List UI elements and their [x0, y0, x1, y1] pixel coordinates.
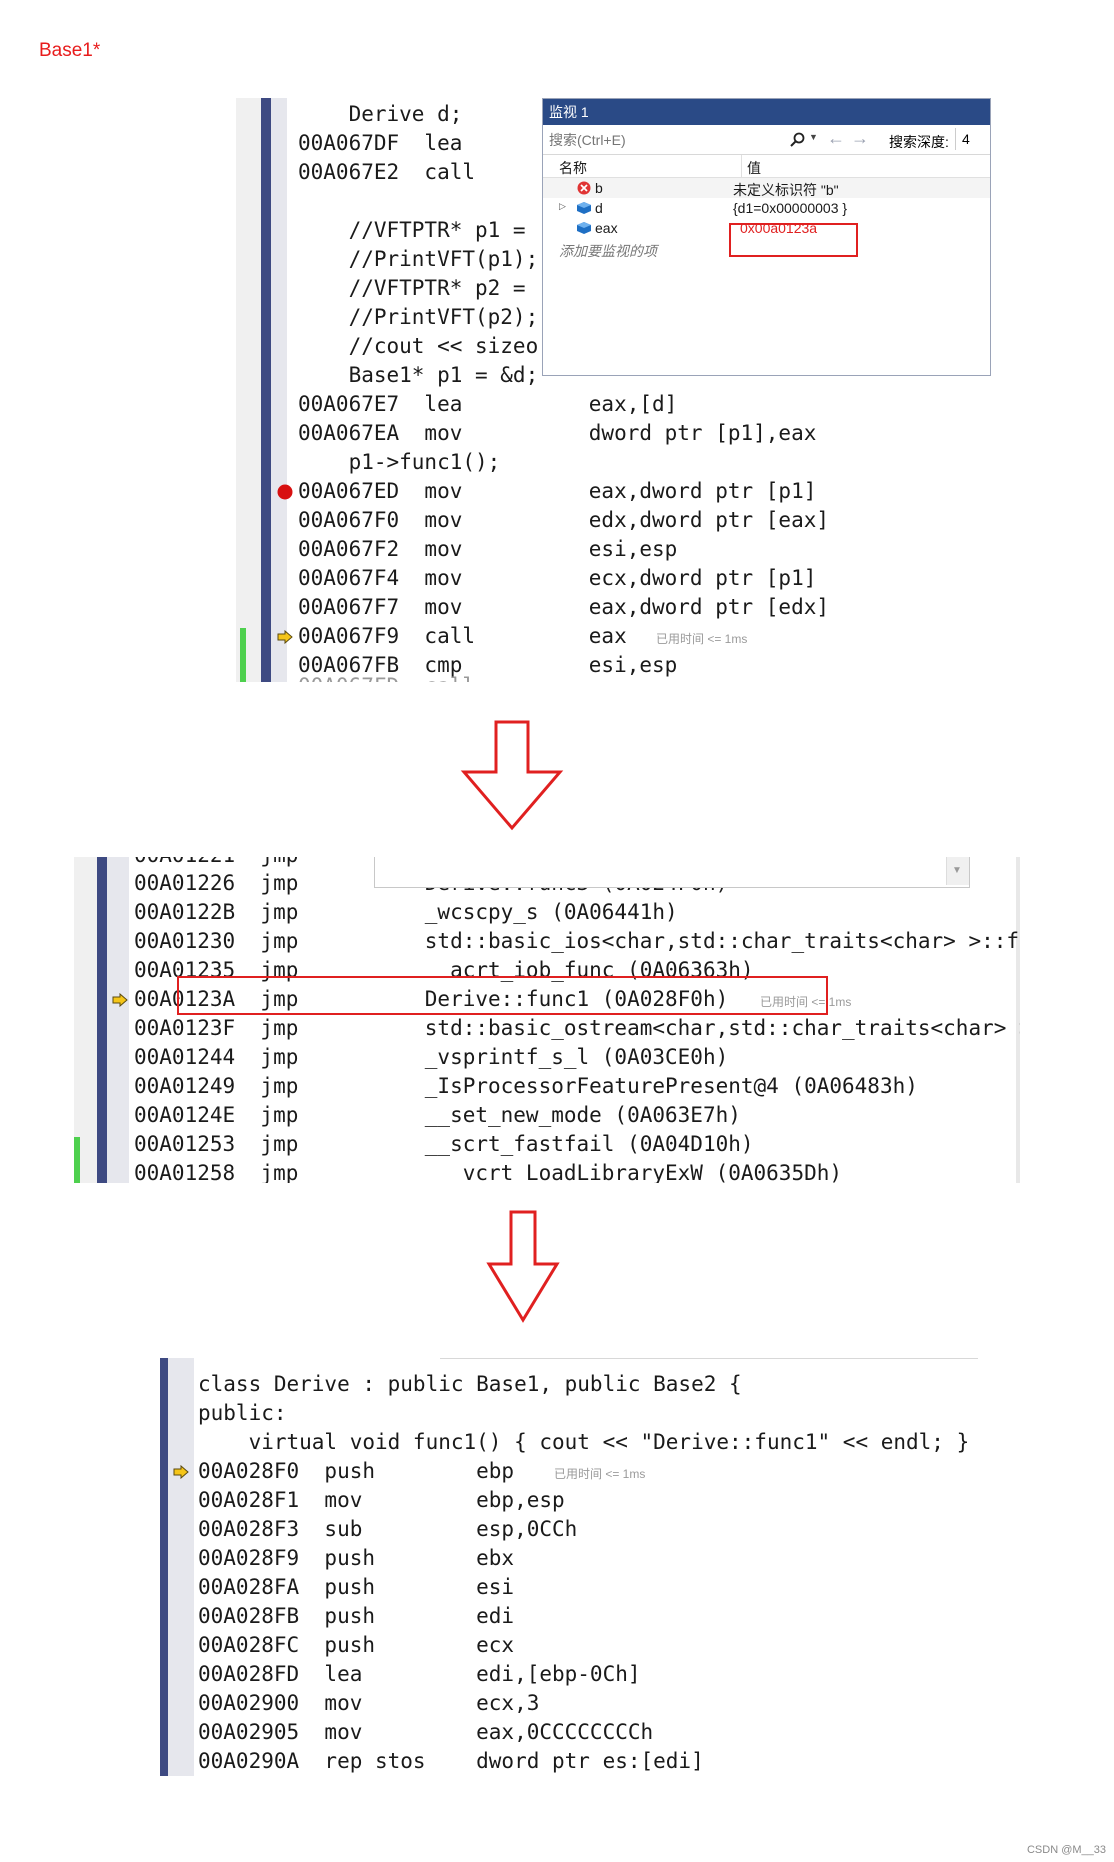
watch-title: 监视 1 — [543, 99, 990, 125]
code-line: //VFTPTR* p2 = — [298, 276, 526, 300]
code-line: 00A0122B jmp _wcscpy_s (0A06441h) — [134, 900, 678, 924]
watch-row-value: 未定义标识符 "b" — [733, 182, 839, 198]
scroll-down-icon[interactable]: ▼ — [952, 865, 962, 876]
code-line: Base1* p1 = &d; — [298, 363, 539, 387]
code-line: 00A067F9 call eax — [298, 624, 627, 648]
code-line: 00A0123A jmp Derive::func1 (0A028F0h) — [134, 987, 729, 1011]
code-line: 00A028FC push ecx — [198, 1633, 515, 1657]
variable-icon — [577, 222, 591, 234]
code-line: 00A067F2 mov esi,esp — [298, 537, 678, 561]
code-line: 00A028F1 mov ebp,esp — [198, 1488, 565, 1512]
watch-search-input[interactable] — [547, 129, 781, 151]
code-line: 00A067ED mov eax,dword ptr [p1] — [298, 479, 817, 503]
watermark: CSDN @M__33 — [1026, 1844, 1106, 1856]
code-line: 00A01230 jmp std::basic_ios<char,std::ch… — [134, 929, 1020, 953]
code-line: 00A067F7 mov eax,dword ptr [edx] — [298, 595, 830, 619]
dropdown-remnant: ▼ — [374, 857, 970, 888]
code-line: 00A01249 jmp _IsProcessorFeaturePresent@… — [134, 1074, 918, 1098]
elapsed-time-label: 已用时间 <= 1ms — [760, 995, 852, 1009]
code-line: 00A067F4 mov ecx,dword ptr [p1] — [298, 566, 817, 590]
disassembly-panel-2: 00A01221 jmp 00A01226 jmp Derive::func3 … — [74, 857, 1020, 1183]
code-line: //PrintVFT(p2); — [298, 305, 539, 329]
code-line: virtual void func1() { cout << "Derive::… — [198, 1430, 970, 1454]
watch-row-name: eax — [595, 220, 618, 236]
code-line: 00A028FD lea edi,[ebp-0Ch] — [198, 1662, 641, 1686]
changed-lines-indicator — [240, 628, 246, 682]
watch-search-bar: ▼ ← → 搜索深度: 4 — [543, 126, 990, 155]
code-line: 00A067F0 mov edx,dword ptr [eax] — [298, 508, 830, 532]
watch-row-d[interactable]: ▷ d {d1=0x00000003 } — [543, 198, 990, 218]
search-icon[interactable] — [789, 132, 807, 148]
highlight-box — [729, 223, 858, 257]
search-back-icon[interactable]: ← — [827, 128, 845, 148]
current-instruction-arrow-icon — [173, 1465, 189, 1479]
code-line: 00A067FB cmp esi,esp — [298, 653, 678, 677]
code-line: 00A028F9 push ebx — [198, 1546, 515, 1570]
search-depth-label: 搜索深度: — [889, 134, 949, 150]
code-line: 00A01258 jmp ___vcrt_LoadLibraryExW (0A0… — [134, 1161, 843, 1183]
code-line: class Derive : public Base1, public Base… — [198, 1372, 742, 1396]
search-options-icon[interactable]: ▼ — [809, 132, 818, 142]
code-line: //PrintVFT(p1); — [298, 247, 539, 271]
search-depth-input[interactable]: 4 — [955, 128, 990, 150]
gutter-bar — [160, 1358, 168, 1776]
code-line: 00A028FA push esi — [198, 1575, 515, 1599]
gutter-bar — [261, 98, 271, 682]
disassembly-panel-3: class Derive : public Base1, public Base… — [160, 1358, 978, 1776]
code-line: 00A0290A rep stos dword ptr es:[edi] — [198, 1749, 704, 1773]
code-line: p1->func1(); — [298, 450, 501, 474]
current-instruction-arrow-icon — [277, 630, 293, 644]
code-line: 00A067E2 call — [298, 160, 476, 184]
code-line: 00A067DF lea — [298, 131, 463, 155]
elapsed-time-label: 已用时间 <= 1ms — [656, 632, 748, 646]
watch-row-b[interactable]: b 未定义标识符 "b" — [543, 178, 990, 198]
code-line: 00A067E7 lea eax,[d] — [298, 392, 678, 416]
breakpoint-icon[interactable] — [277, 484, 293, 500]
code-line: //cout << sizeo — [298, 334, 539, 358]
watch-row-name: d — [595, 200, 603, 216]
code-line: 00A01253 jmp __scrt_fastfail (0A04D10h) — [134, 1132, 754, 1156]
elapsed-time-label: 已用时间 <= 1ms — [554, 1467, 646, 1481]
highlight-box — [177, 976, 828, 1015]
code-line: 00A0123F jmp std::basic_ostream<char,std… — [134, 1016, 1020, 1040]
watch-row-name: b — [595, 180, 603, 196]
code-line: Derive d; — [298, 102, 463, 126]
code-line: 00A01235 jmp acrt_iob_func (0A06363h) — [134, 958, 754, 982]
code-line: 00A028FB push edi — [198, 1604, 515, 1628]
variable-icon — [577, 202, 591, 214]
code-line: 00A02905 mov eax,0CCCCCCCCh — [198, 1720, 654, 1744]
current-instruction-arrow-icon — [112, 993, 128, 1007]
watch-col-value[interactable]: 值 — [747, 160, 761, 176]
watch-row-value: {d1=0x00000003 } — [733, 200, 848, 216]
code-line: 00A028F3 sub esp,0CCh — [198, 1517, 578, 1541]
watch-header: 名称 值 — [543, 155, 990, 178]
code-line: 00A0124E jmp __set_new_mode (0A063E7h) — [134, 1103, 741, 1127]
down-arrow-icon — [460, 720, 564, 831]
watch-add-row[interactable]: 添加要监视的项 — [543, 238, 990, 260]
down-arrow-icon — [486, 1210, 560, 1323]
watch-col-name[interactable]: 名称 — [559, 160, 587, 176]
code-line: //VFTPTR* p1 = — [298, 218, 526, 242]
code-line: public: — [198, 1401, 287, 1425]
error-icon — [577, 181, 591, 195]
search-forward-icon[interactable]: → — [851, 128, 869, 148]
code-line: 00A028F0 push ebp — [198, 1459, 515, 1483]
changed-lines-indicator — [74, 1137, 80, 1183]
add-watch-placeholder[interactable]: 添加要监视的项 — [559, 243, 657, 259]
expand-icon[interactable]: ▷ — [559, 201, 566, 211]
section-heading: Base1* — [39, 40, 101, 61]
code-line: 00A01244 jmp _vsprintf_s_l (0A03CE0h) — [134, 1045, 729, 1069]
code-line: 00A02900 mov ecx,3 — [198, 1691, 540, 1715]
gutter-bar — [97, 857, 107, 1183]
code-line: 00A067EA mov dword ptr [p1],eax — [298, 421, 817, 445]
watch-window[interactable]: 监视 1 ▼ ← → 搜索深度: 4 名称 值 b 未定义标识符 "b" ▷ d — [542, 98, 991, 376]
